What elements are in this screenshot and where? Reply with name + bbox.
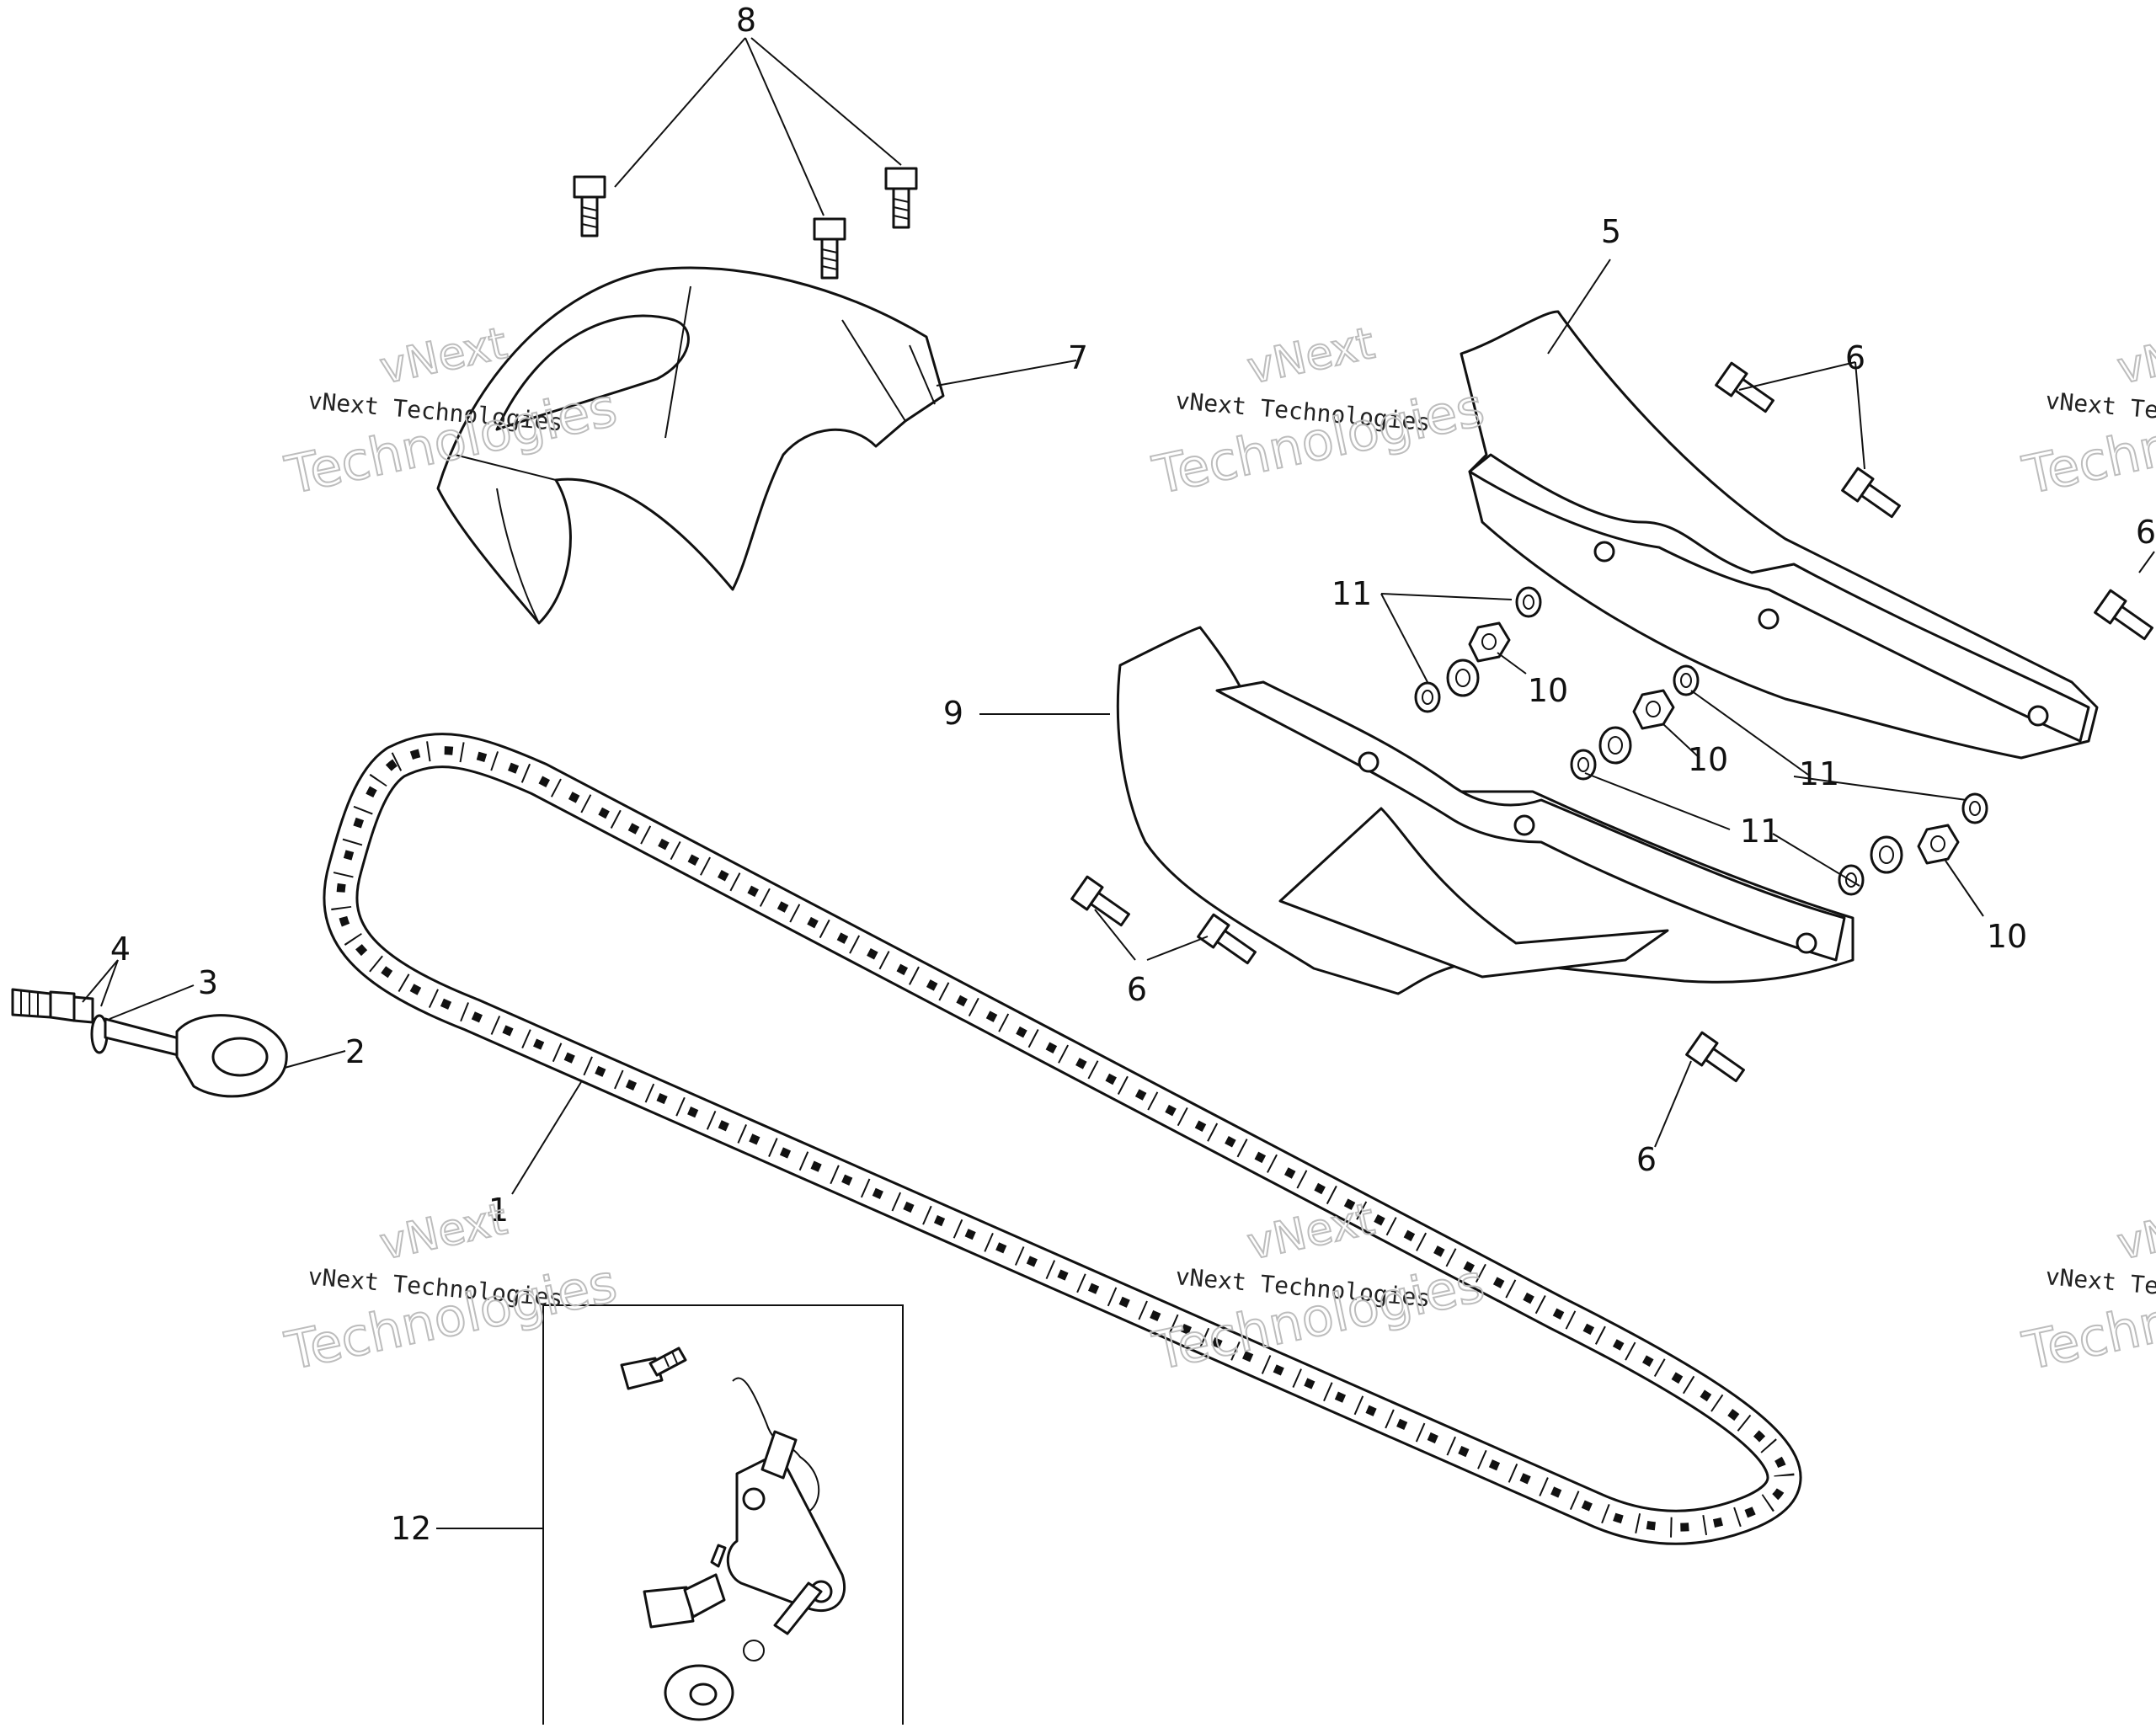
callout-11-right: 11 xyxy=(1799,755,1839,792)
nut-10a xyxy=(1468,621,1511,663)
svg-text:vNext: vNext xyxy=(1243,318,1379,394)
callout-6-right: 6 xyxy=(2136,514,2156,551)
washer-11a xyxy=(1515,586,1542,618)
callout-6-lower: 6 xyxy=(1127,971,1147,1008)
svg-text:vNext: vNext xyxy=(376,1194,511,1270)
nut-10c xyxy=(1917,824,1960,865)
washer-11c xyxy=(1673,664,1700,696)
callout-7: 7 xyxy=(1068,339,1088,376)
watermark-5: vNext vNext Technologies Technologies xyxy=(1147,1193,1491,1383)
washer-11e xyxy=(1961,792,1988,824)
roller-chain xyxy=(323,733,1802,1545)
washer-11b xyxy=(1414,681,1441,713)
bolt-8c xyxy=(884,167,918,229)
callout-6-bottom: 6 xyxy=(1636,1141,1657,1178)
bolt-6e xyxy=(1197,913,1257,965)
master-link-kit-box xyxy=(542,1304,904,1725)
chain-guide-lower xyxy=(1116,626,1854,995)
leader-lines xyxy=(82,37,2155,1529)
nut-10b xyxy=(1632,689,1675,730)
callout-11-upper: 11 xyxy=(1331,575,1372,612)
callouts: 8 7 5 6 6 11 10 9 10 11 11 10 6 6 4 3 2 … xyxy=(110,2,2156,1547)
bolt-6a xyxy=(1715,361,1774,413)
chain-guard-cover xyxy=(436,266,945,625)
watermark-4: vNext vNext Technologies Technologies xyxy=(280,1193,623,1383)
callout-10-lower: 10 xyxy=(1987,918,2027,955)
svg-text:vNext: vNext xyxy=(2113,1194,2156,1270)
callout-2: 2 xyxy=(345,1033,366,1070)
bolt-8a xyxy=(573,175,606,237)
washer-10b xyxy=(1598,726,1632,765)
callout-8: 8 xyxy=(736,2,756,39)
bolt-6d xyxy=(1070,875,1130,927)
bolt-6c xyxy=(2094,589,2153,641)
washer-10a xyxy=(1446,659,1480,697)
watermark-3: vNext vNext Technologies Technologies xyxy=(2017,317,2156,507)
callout-9: 9 xyxy=(943,695,963,732)
callout-1: 1 xyxy=(488,1192,509,1229)
svg-text:vNext: vNext xyxy=(2113,318,2156,394)
callout-6-upper: 6 xyxy=(1845,339,1865,376)
svg-text:vNext: vNext xyxy=(1243,1194,1379,1270)
callout-3: 3 xyxy=(198,964,218,1001)
bolt-6f xyxy=(1685,1031,1745,1083)
callout-10-middle: 10 xyxy=(1688,741,1728,778)
watermark-6: vNext vNext Technologies Technologies xyxy=(2017,1193,2156,1383)
callout-5: 5 xyxy=(1601,213,1621,250)
bolt-8b xyxy=(813,217,846,280)
callout-10-upper: 10 xyxy=(1528,672,1568,709)
washer-10c xyxy=(1870,835,1903,874)
chain-guide-upper xyxy=(1460,310,2099,760)
tensioner-eye-bolt xyxy=(11,988,288,1098)
callout-11-middle: 11 xyxy=(1740,813,1780,850)
callout-12: 12 xyxy=(391,1510,431,1547)
callout-4: 4 xyxy=(110,931,131,968)
washer-11d xyxy=(1570,749,1597,781)
watermark-2: vNext vNext Technologies Technologies xyxy=(1147,317,1491,507)
bolt-6b xyxy=(1841,467,1901,519)
